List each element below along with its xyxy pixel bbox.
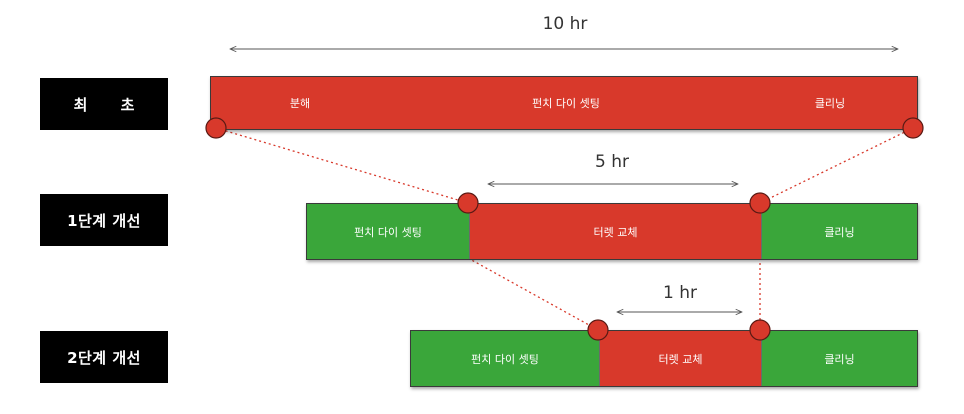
segment-disassembly: 분해 — [211, 77, 389, 129]
timeline-bar-stage2: 펀치 다이 셋팅 터렛 교체 클리닝 — [410, 330, 918, 387]
segment-punch-die-setting: 펀치 다이 셋팅 — [389, 77, 743, 129]
segment-cleaning: 클리닝 — [743, 77, 917, 129]
row-label-initial: 최 초 — [40, 78, 168, 130]
duration-label-5hr: 5 hr — [595, 152, 629, 172]
segment-punch-die-setting: 펀치 다이 셋팅 — [411, 331, 599, 386]
connector-left-1 — [215, 127, 469, 204]
row-label-stage2: 2단계 개선 — [40, 331, 168, 383]
connector-left-2 — [467, 257, 599, 331]
timeline-bar-initial: 분해 펀치 다이 셋팅 클리닝 — [210, 76, 918, 130]
segment-turret-replacement: 터렛 교체 — [469, 204, 761, 259]
connector-right-1 — [759, 127, 914, 204]
segment-cleaning: 클리닝 — [761, 204, 917, 259]
timeline-bar-stage1: 펀치 다이 셋팅 터렛 교체 클리닝 — [306, 203, 918, 260]
duration-label-1hr: 1 hr — [663, 283, 697, 303]
segment-turret-replacement: 터렛 교체 — [599, 331, 761, 386]
segment-punch-die-setting: 펀치 다이 셋팅 — [307, 204, 469, 259]
duration-label-10hr: 10 hr — [542, 14, 588, 34]
row-label-stage1: 1단계 개선 — [40, 194, 168, 246]
segment-cleaning: 클리닝 — [761, 331, 917, 386]
